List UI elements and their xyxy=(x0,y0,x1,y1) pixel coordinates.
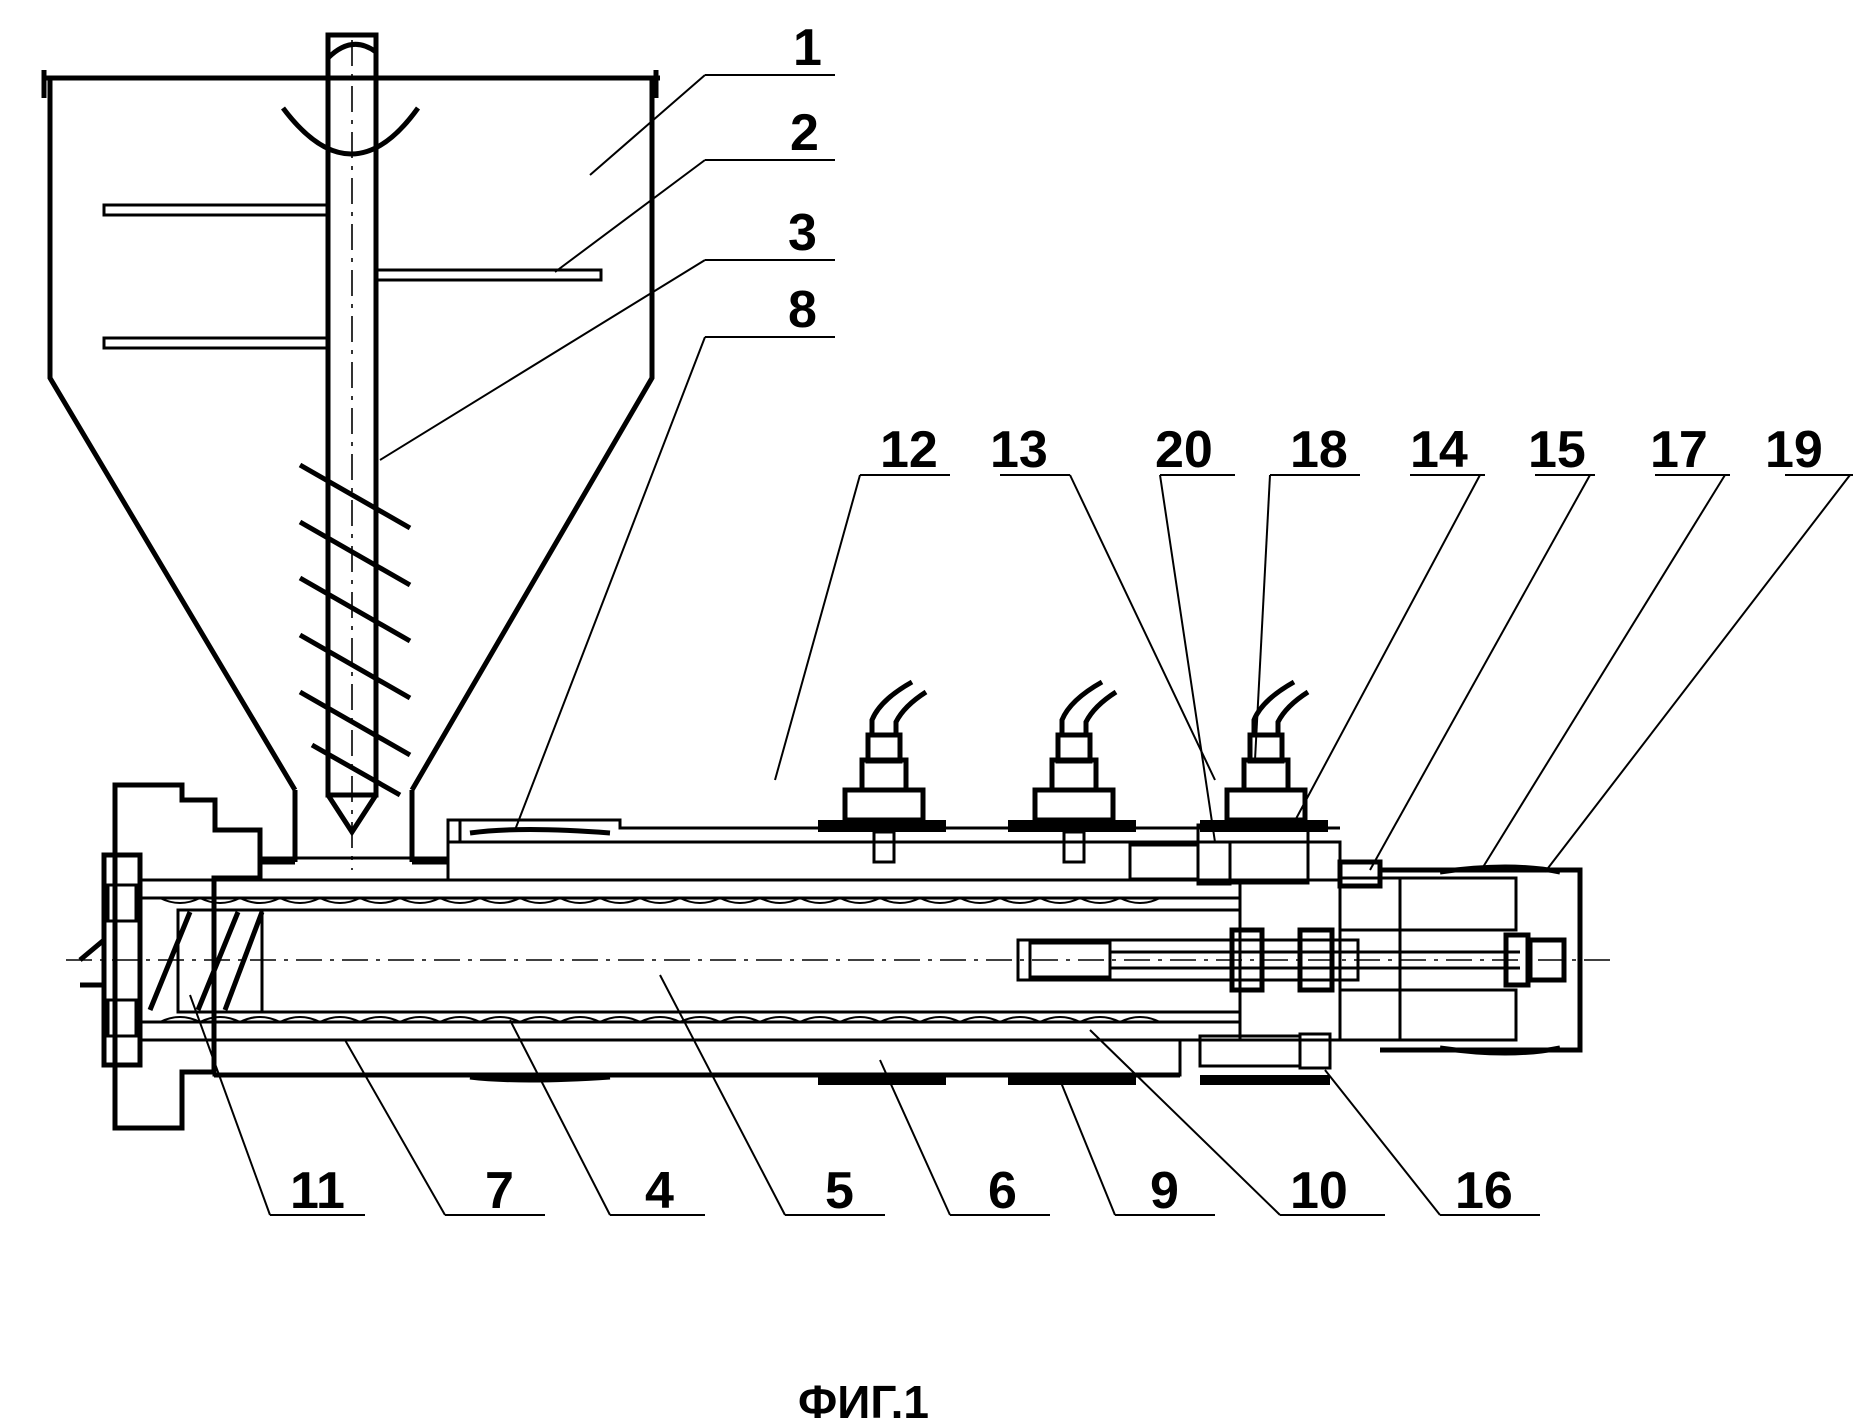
callout-16: 16 xyxy=(1455,1162,1513,1220)
callout-20: 20 xyxy=(1155,421,1213,479)
callout-8: 8 xyxy=(788,281,817,339)
callout-11: 11 xyxy=(290,1162,345,1220)
callout-17: 17 xyxy=(1650,421,1708,479)
figure-caption: ФИГ.1 xyxy=(798,1376,929,1427)
callout-7: 7 xyxy=(485,1162,514,1220)
callout-19: 19 xyxy=(1765,421,1823,479)
callout-2: 2 xyxy=(790,104,819,162)
callout-13: 13 xyxy=(990,421,1048,479)
callout-6: 6 xyxy=(988,1162,1017,1220)
callout-3: 3 xyxy=(788,204,817,262)
callout-5: 5 xyxy=(825,1162,854,1220)
callout-18: 18 xyxy=(1290,421,1348,479)
barrel-assembly xyxy=(66,785,1610,1128)
callout-12: 12 xyxy=(880,421,938,479)
callout-1: 1 xyxy=(793,19,822,77)
callout-15: 15 xyxy=(1528,421,1586,479)
callout-4: 4 xyxy=(645,1162,674,1220)
thermocouples xyxy=(818,682,1328,862)
callout-9: 9 xyxy=(1150,1162,1179,1220)
callout-10: 10 xyxy=(1290,1162,1348,1220)
agitator xyxy=(104,35,601,870)
leader-lines xyxy=(190,75,1853,1215)
callout-14: 14 xyxy=(1410,421,1468,479)
